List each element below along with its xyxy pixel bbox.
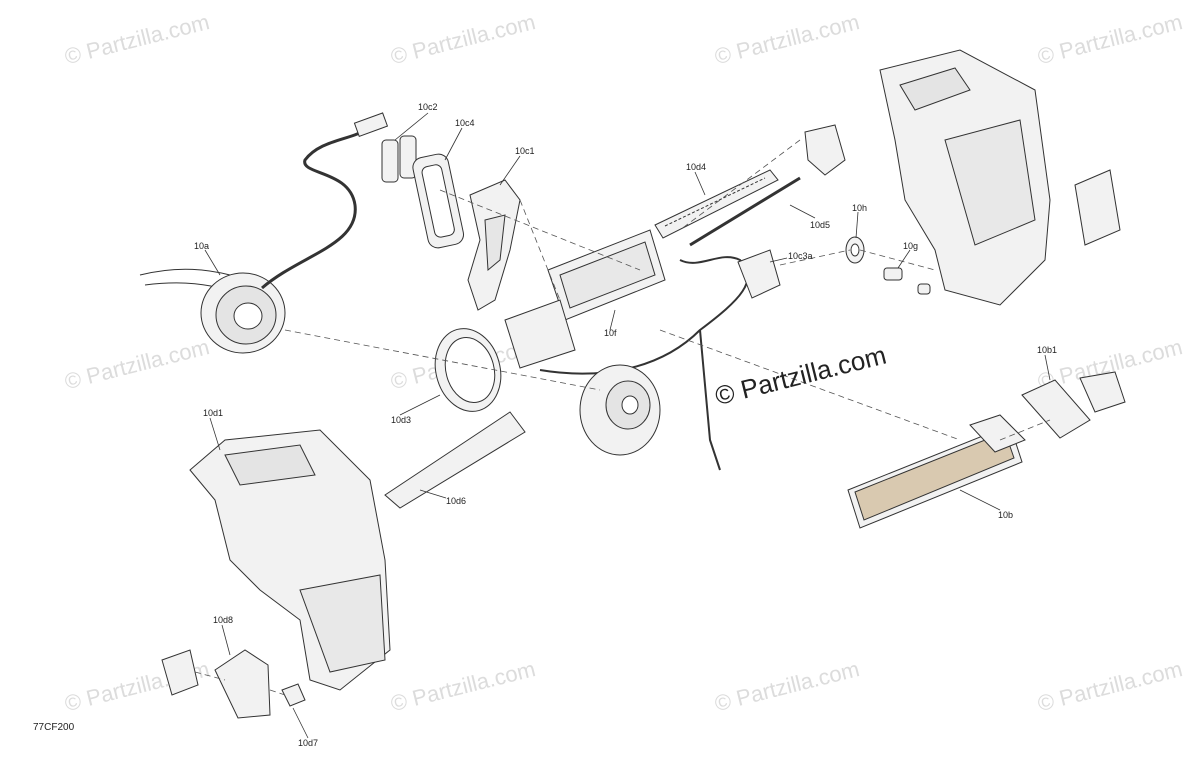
callout-10c4: 10c4	[455, 118, 475, 128]
lower-housing-10d1	[189, 429, 391, 691]
callout-10g: 10g	[903, 241, 919, 251]
rod-10d5	[689, 176, 801, 247]
actuator-10c3a	[737, 249, 781, 299]
duct-10d8	[214, 649, 271, 719]
callout-10d1: 10d1	[203, 408, 224, 418]
callout-10d6: 10d6	[446, 496, 467, 506]
heater-core-10b	[847, 414, 1026, 529]
clip-10d7	[281, 683, 306, 707]
callout-10b: 10b	[998, 510, 1014, 520]
callout-10b1: 10b1	[1037, 345, 1058, 355]
callout-10f: 10f	[604, 328, 617, 338]
callout-10d5: 10d5	[810, 220, 831, 230]
filter-strip-10d4	[654, 169, 779, 239]
ring-10d3	[434, 328, 502, 412]
callout-10c3a: 10c3a	[788, 251, 813, 261]
assembly-lines	[194, 139, 1051, 696]
callout-10d4: 10d4	[686, 162, 707, 172]
bracket-10c1	[467, 179, 521, 311]
seal-plate-10b1	[1021, 371, 1126, 439]
diagram-code: 77CF200	[33, 722, 75, 733]
callout-10c2: 10c2	[418, 102, 438, 112]
grommet-10h	[845, 236, 865, 264]
callout-10c1: 10c1	[515, 146, 535, 156]
housing-10f	[504, 229, 666, 369]
hose-connector-10c2	[381, 135, 417, 183]
gasket-frame-10c4	[412, 153, 465, 249]
leader-lines	[204, 112, 1051, 739]
flap-10d6	[384, 411, 526, 509]
callout-10h: 10h	[852, 203, 868, 213]
gasket-plate-right	[1074, 169, 1121, 246]
fitting-10g	[883, 267, 931, 295]
blower-motor-center	[579, 364, 661, 456]
actuator-top	[804, 124, 846, 176]
callout-10d3: 10d3	[391, 415, 412, 425]
upper-housing-right	[879, 49, 1051, 306]
blower-motor-10a	[139, 112, 389, 354]
callout-10d8: 10d8	[213, 615, 234, 625]
callout-10a: 10a	[194, 241, 210, 251]
actuator-lower-left	[161, 649, 199, 696]
callout-10d7: 10d7	[298, 738, 319, 748]
